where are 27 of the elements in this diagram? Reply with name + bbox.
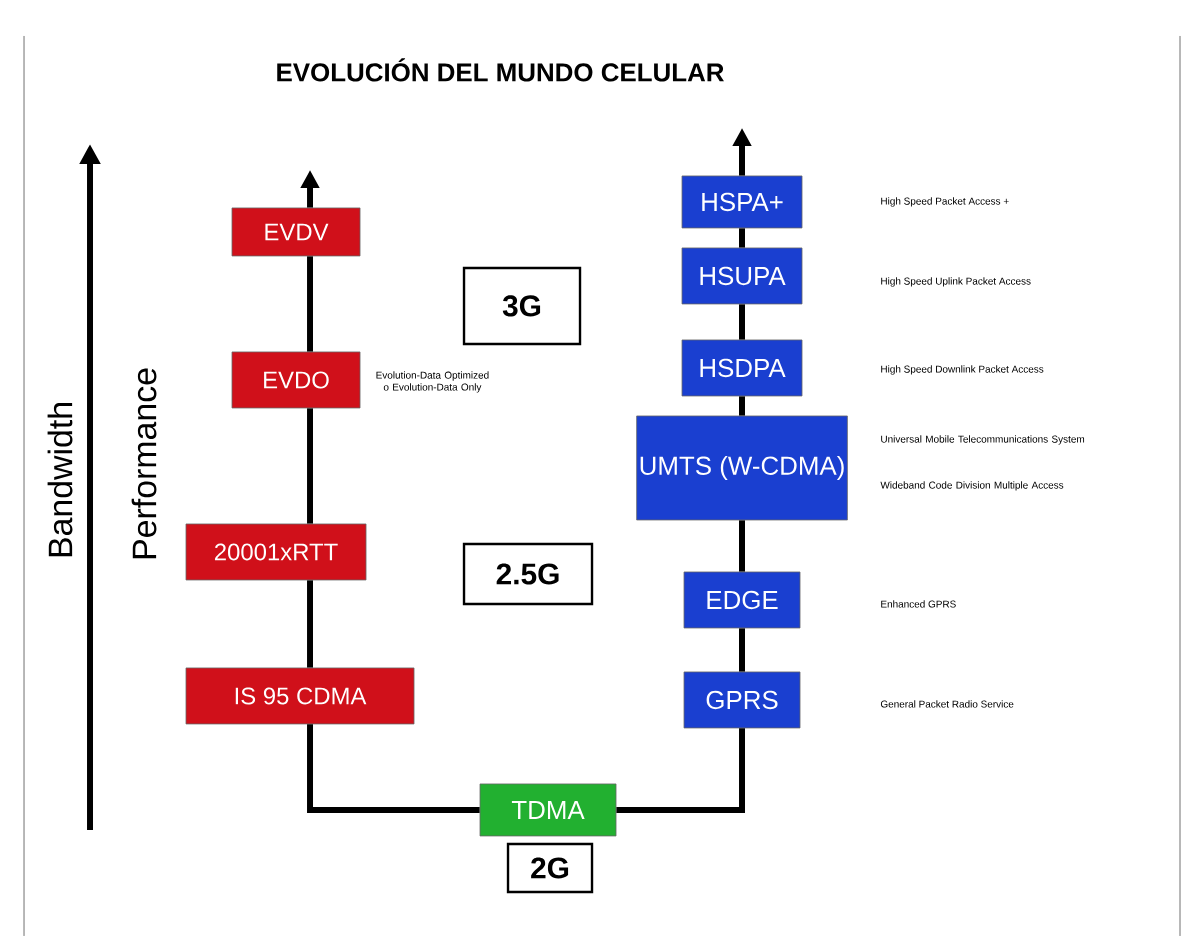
- technology-box: GPRS: [683, 671, 801, 729]
- connector-line: [739, 628, 745, 672]
- connector-line: [307, 408, 313, 524]
- technology-box: HSUPA: [681, 247, 803, 305]
- axis-label: Performance: [131, 368, 157, 559]
- technology-box: EVDO: [231, 351, 361, 409]
- technology-box: UMTS (W-CDMA): [636, 415, 848, 521]
- title: EVOLUCIÓN DEL MUNDO CELULAR: [277, 58, 724, 82]
- connector-line: [307, 256, 313, 352]
- technology-box: EVDV: [231, 207, 361, 257]
- connector-line: [739, 228, 745, 248]
- connector-line: [739, 520, 745, 572]
- generation-box: 2G: [506, 842, 594, 894]
- connector-line: [307, 580, 313, 668]
- technology-box: IS 95 CDMA: [185, 667, 415, 725]
- technology-box: TDMA: [479, 783, 617, 837]
- connector-line: [616, 728, 745, 813]
- connector-line: [739, 304, 745, 340]
- axis-label: Bandwidth: [47, 403, 73, 557]
- connector-line: [307, 724, 480, 813]
- technology-box: HSDPA: [681, 339, 803, 397]
- technology-box: EDGE: [683, 571, 801, 629]
- technology-box: 20001xRTT: [185, 523, 367, 581]
- technology-box: HSPA+: [681, 175, 803, 229]
- generation-box: 3G: [462, 266, 582, 346]
- connector-line: [739, 396, 745, 416]
- generation-box: 2.5G: [462, 542, 594, 606]
